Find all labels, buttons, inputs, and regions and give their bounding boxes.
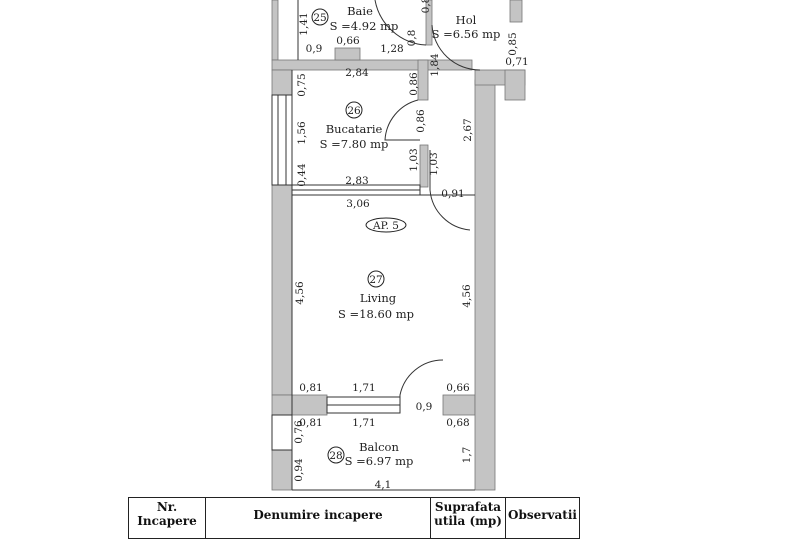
dim: 1,84 [429,53,441,77]
dim: 0,8 [420,0,432,13]
dim: 0,81 [299,382,322,394]
dim: 4,56 [461,284,473,308]
room-area-bucatarie: S =7.80 mp [320,137,389,151]
room-name-bucatarie: Bucatarie [326,122,383,136]
header-denumire: Denumire incapere [205,497,431,539]
room-number-28: 28 [329,450,342,462]
dim: 0,68 [446,417,469,429]
dim: 1,56 [296,121,308,145]
room-name-balcon: Balcon [359,440,399,454]
dim: 4,56 [294,281,306,305]
room-number-circle [327,446,345,464]
dim: 4,1 [375,479,392,491]
dim: 0,66 [446,382,470,394]
room-name-living: Living [360,291,397,305]
room-name-baie: Baie [347,4,373,18]
room-area-balcon: S =6.97 mp [345,454,414,468]
room-number-circle [311,8,329,26]
dim: 0,91 [441,188,464,200]
dim: 0,9 [416,401,433,413]
dim: 0,76 [293,420,305,444]
room-name-hol: Hol [456,13,477,27]
dimensions: 0,9 0,66 1,28 0,71 2,84 2,83 0,91 3,06 0… [293,0,529,491]
room-number-25: 25 [313,12,326,24]
dim: 0,86 [415,109,427,133]
dim: 0,86 [408,72,420,96]
dim: 3,06 [346,198,370,210]
walls [271,0,526,491]
dim: 0,9 [306,43,323,55]
room-number-circle [367,270,385,288]
dim: 0,85 [507,32,519,55]
dim: 1,41 [298,12,310,35]
dim: 0,71 [505,56,528,68]
room-number-27: 27 [369,274,382,286]
room-number-26: 26 [347,105,361,117]
dim: 2,83 [345,175,368,187]
dim: 0,44 [296,163,308,187]
rooms-table: Nr. Incapere Denumire incapere Suprafata… [128,497,580,539]
header-suprafata: Suprafata utila (mp) [430,497,506,539]
dim: 0,66 [336,35,360,47]
room-area-living: S =18.60 mp [338,307,414,321]
dim: 1,71 [352,417,375,429]
dim: 1,03 [408,148,420,171]
header-nr: Nr. Incapere [128,497,206,539]
room-area-hol: S =6.56 mp [432,27,501,41]
floor-plan: 25 26 27 28 AP. 5 Baie S =4.92 mp Bucata… [271,0,529,491]
dim: 1,71 [352,382,375,394]
room-number-circle [345,101,363,119]
dim: 0,81 [299,417,322,429]
dim: 1,7 [461,447,473,464]
windows-and-lines [271,0,481,491]
apartment-tag [365,217,407,233]
header-observatii: Observatii [505,497,580,539]
apartment-label: AP. 5 [372,220,399,232]
dim: 1,03 [428,152,440,175]
dim: 2,67 [462,118,474,141]
dim: 0,75 [296,73,308,96]
dim: 0,94 [293,458,305,482]
dim: 2,84 [345,67,369,79]
dim: 0,8 [406,30,418,47]
room-area-baie: S =4.92 mp [330,19,399,33]
table-header-row: Nr. Incapere Denumire incapere Suprafata… [128,497,580,539]
dim: 1,28 [380,43,403,55]
